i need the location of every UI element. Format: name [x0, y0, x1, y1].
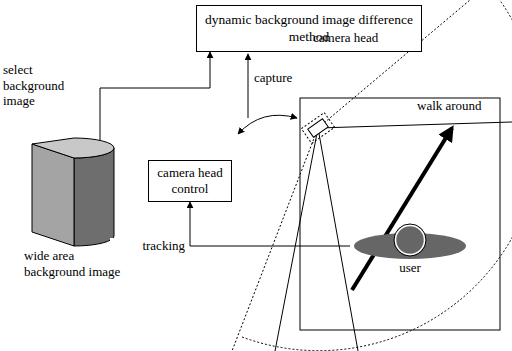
process-box: dynamic background image difference meth… — [196, 5, 422, 52]
range-line — [232, 128, 318, 351]
camera-label: camera head — [313, 30, 378, 46]
view-line — [318, 128, 358, 351]
node-text: user — [350, 260, 470, 276]
node-text: dynamic background image difference meth… — [203, 12, 415, 44]
view-line — [275, 128, 318, 351]
room-outline — [300, 98, 500, 330]
walk-label: walk around — [417, 98, 482, 114]
edge-label: tracking — [110, 238, 186, 254]
node-text: camera head control — [155, 165, 225, 196]
edge-label: select background image — [2, 62, 96, 109]
cylinder-shape — [24, 136, 118, 248]
process-box: camera head control — [148, 160, 232, 202]
camera-head-symbol — [301, 113, 334, 144]
capture-label: capture — [254, 70, 292, 86]
user-figure: user — [350, 222, 470, 276]
view-line — [318, 122, 512, 128]
capture-line — [248, 54, 249, 118]
connector-arrow — [190, 202, 350, 246]
range-arc — [242, 0, 512, 351]
database-cylinder: wide area background image — [24, 136, 124, 279]
user-shape — [350, 222, 470, 260]
connector-arrow — [100, 52, 210, 140]
rotation-arrow — [238, 115, 297, 134]
node-text: wide area background image — [24, 248, 124, 279]
